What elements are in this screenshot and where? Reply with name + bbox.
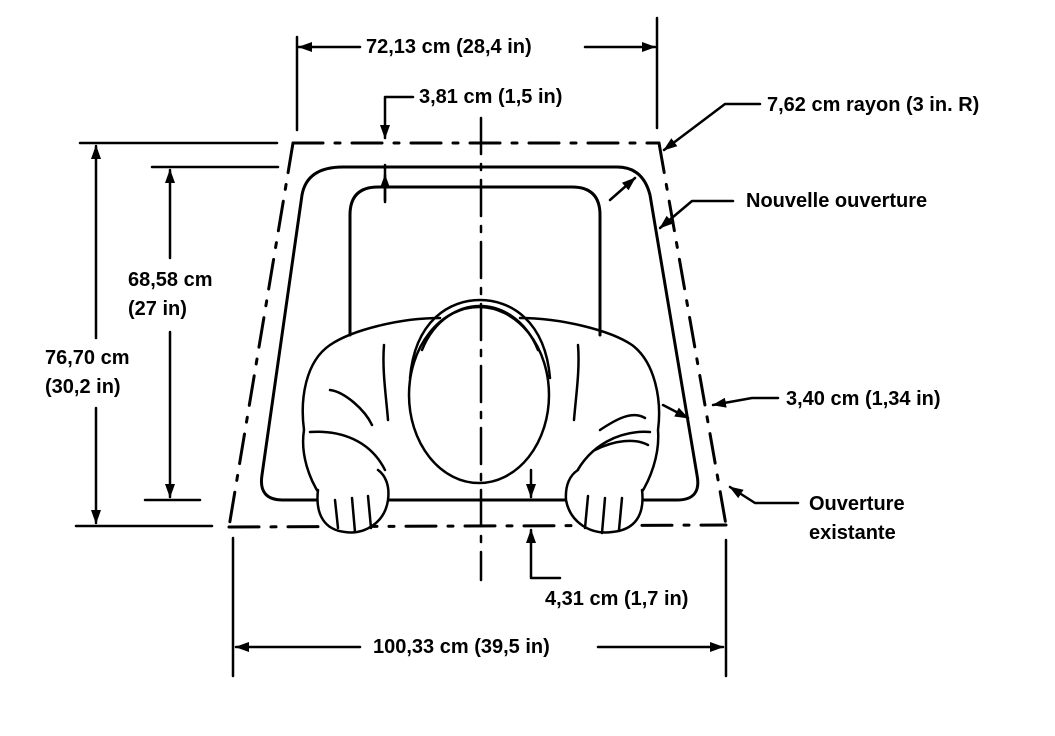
label-outer-height-in: (30,2 in) bbox=[45, 376, 121, 398]
label-bottom-width: 100,33 cm (39,5 in) bbox=[373, 636, 550, 658]
dim-bottom-offset bbox=[526, 468, 562, 580]
label-bottom-offset: 4,31 cm (1,7 in) bbox=[545, 588, 689, 610]
label-existing-opening-1: Ouverture bbox=[809, 493, 905, 515]
person-figure bbox=[301, 298, 661, 535]
label-outer-height-cm: 76,70 cm bbox=[45, 347, 130, 369]
dim-top-offset bbox=[380, 95, 415, 204]
leader-existing-opening bbox=[728, 485, 800, 505]
label-inner-height-in: (27 in) bbox=[128, 298, 187, 320]
label-top-width: 72,13 cm (28,4 in) bbox=[366, 36, 532, 58]
label-radius: 7,62 cm rayon (3 in. R) bbox=[767, 94, 980, 116]
label-side-offset: 3,40 cm (1,34 in) bbox=[786, 388, 941, 410]
label-top-offset: 3,81 cm (1,5 in) bbox=[419, 86, 563, 108]
inner-rectangle bbox=[348, 185, 602, 337]
label-existing-opening-2: existante bbox=[809, 522, 896, 544]
label-new-opening: Nouvelle ouverture bbox=[746, 190, 928, 212]
leader-radius bbox=[608, 102, 762, 202]
dim-bottom-width bbox=[231, 536, 728, 678]
label-inner-height-cm: 68,58 cm bbox=[128, 269, 213, 291]
new-opening-outline bbox=[259, 165, 700, 502]
existing-opening-outline bbox=[227, 141, 728, 529]
leader-side-offset bbox=[661, 396, 780, 420]
dim-top-width bbox=[295, 16, 659, 132]
leader-new-opening bbox=[658, 199, 735, 230]
dim-outer-height bbox=[74, 141, 279, 528]
dim-inner-height bbox=[143, 165, 280, 502]
